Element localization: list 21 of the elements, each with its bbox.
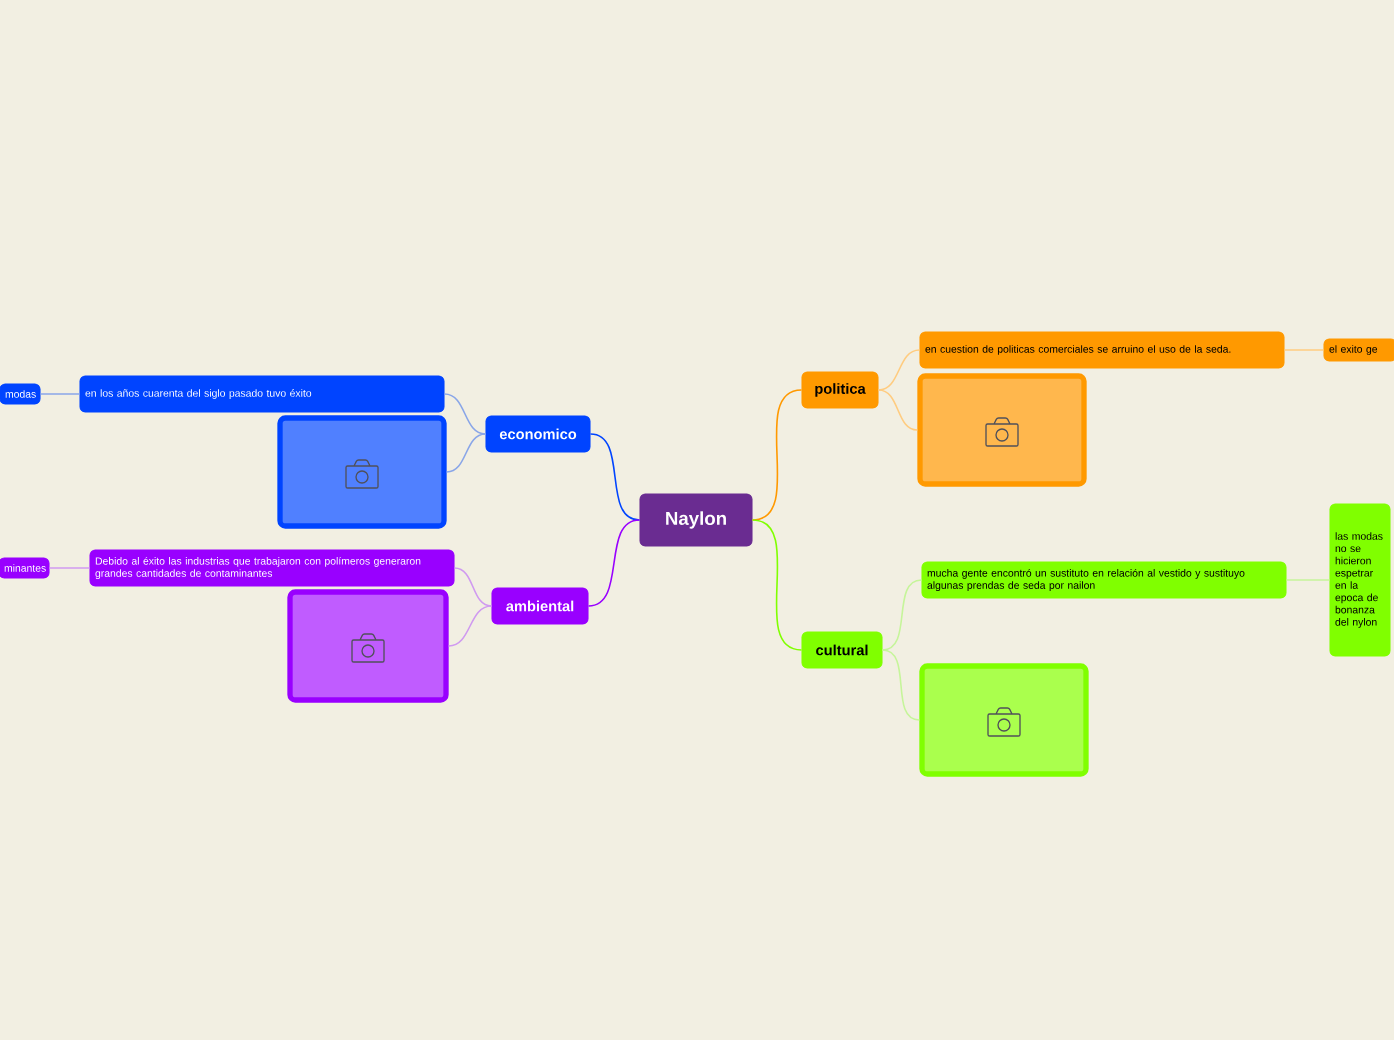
connector: [877, 349, 921, 391]
connector: [48, 567, 91, 569]
connector: [881, 649, 921, 721]
connector: [1283, 349, 1325, 351]
connector: [39, 393, 81, 395]
central-topic: Naylon: [639, 493, 753, 547]
connector: [881, 579, 923, 651]
connector: [589, 433, 641, 521]
image-placeholder: [277, 415, 447, 529]
connector: [751, 519, 803, 651]
connector: [587, 519, 641, 607]
image-placeholder: [287, 589, 449, 703]
image-placeholder: [917, 373, 1087, 487]
connector: [453, 567, 493, 607]
connector: [447, 605, 493, 647]
connector: [751, 389, 803, 521]
connector: [445, 433, 487, 473]
connector: [1285, 579, 1331, 581]
image-placeholder: [919, 663, 1089, 777]
connector: [877, 389, 919, 431]
connector: [443, 393, 487, 435]
